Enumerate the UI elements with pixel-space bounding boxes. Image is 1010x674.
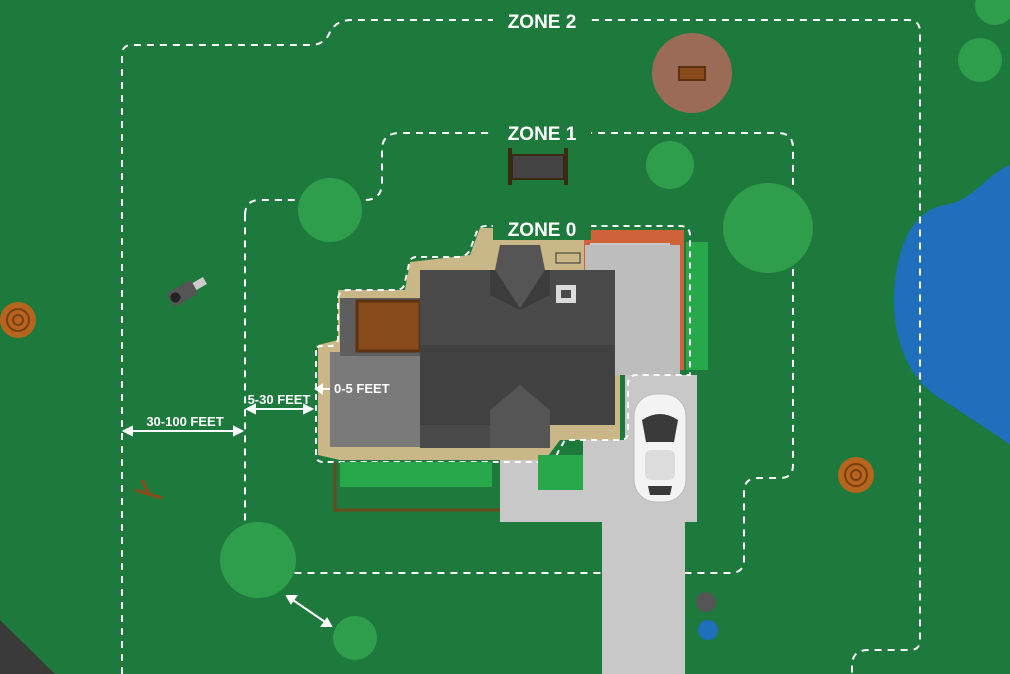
tree-corner-top-right [975, 0, 1010, 25]
distance-arrow-zone2 [121, 425, 245, 437]
rain-barrel-blue [698, 620, 718, 640]
front-hedge-left [340, 462, 492, 487]
distance-label-zone1: 5-30 FEET [248, 392, 311, 407]
chimney-cap [561, 290, 571, 298]
zone-1-boundary [244, 132, 794, 574]
distance-label-zone2: 30-100 FEET [146, 414, 223, 429]
pond [893, 165, 1010, 445]
raised-garden-bed [355, 299, 422, 353]
tree-zone1-left [298, 178, 362, 242]
house-left-wing [330, 352, 420, 447]
tree-spacing-arrow [285, 595, 333, 627]
zone-0-label-bg [493, 216, 591, 240]
road-corner [0, 620, 55, 674]
zone-2-boundary [121, 19, 921, 674]
outdoor-grill [555, 252, 581, 264]
zone-2-label: ZONE 2 [508, 12, 577, 33]
zone-2-label-bg [493, 8, 591, 32]
hedge-strip [686, 242, 708, 370]
tree-zone1-right [723, 183, 813, 273]
roof-gable-bottom [490, 385, 550, 448]
distance-arrow-zone0 [314, 383, 330, 395]
tree-zone2-bottom [333, 616, 377, 660]
scattered-branches [134, 479, 163, 500]
wood-fence [333, 462, 500, 512]
garden-gate [508, 148, 568, 185]
roof-gable-top [495, 245, 545, 308]
tree-zone2-lower-left [220, 522, 296, 598]
rain-barrel-grey [696, 592, 716, 612]
distance-label-zone0: 0-5 FEET [334, 381, 390, 396]
tree-stump-left [0, 302, 36, 338]
lawn-mower [167, 277, 207, 307]
zone-1-label-bg [493, 121, 591, 145]
zone-0-label: ZONE 0 [508, 220, 577, 241]
distance-arrow-zone1 [244, 403, 315, 415]
car [633, 393, 687, 503]
front-hedge-right [538, 455, 583, 490]
roof-ridge-lower [420, 345, 615, 425]
tree-zone2-top-right [958, 38, 1002, 82]
tree-zone1-top [646, 141, 694, 189]
zone-1-label: ZONE 1 [508, 124, 577, 145]
house [330, 245, 615, 448]
wood-bench [678, 66, 706, 81]
zone-0-boundary [315, 225, 691, 463]
tree-stump-right [838, 457, 874, 493]
